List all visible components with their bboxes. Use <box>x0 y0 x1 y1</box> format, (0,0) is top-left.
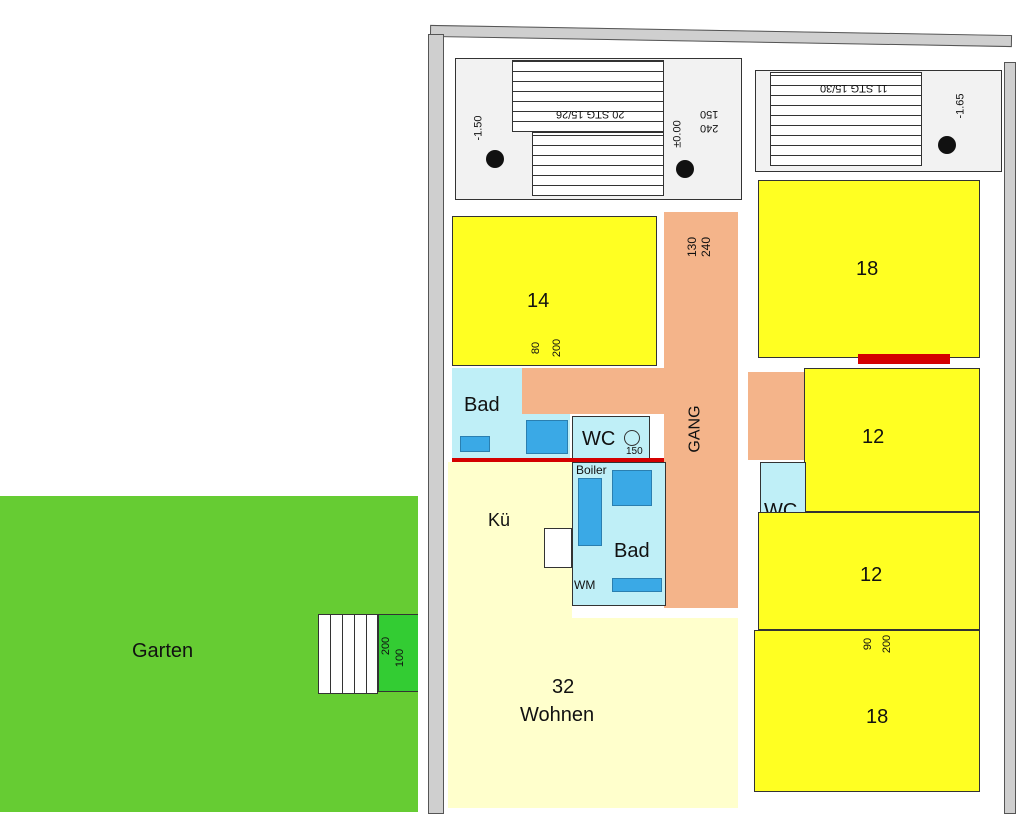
landing-dim-200: 200 <box>380 636 393 656</box>
room-12-upper-label: 12 <box>862 426 885 448</box>
washbasin-left-icon <box>460 436 490 452</box>
room-18-top <box>758 180 980 358</box>
hallway-left <box>520 368 664 414</box>
new-wall-line <box>452 458 664 462</box>
living-room <box>448 618 738 808</box>
landing-dim-100: 100 <box>394 648 407 668</box>
bath-left-label: Bad <box>464 394 500 416</box>
dim-150w: 150 <box>626 446 643 457</box>
room-18-bottom <box>754 630 980 792</box>
dim-200: 200 <box>551 338 564 358</box>
room-14-label: 14 <box>527 290 550 312</box>
room-14 <box>452 216 657 366</box>
corridor-label: GANG <box>686 405 704 453</box>
dim-240: 240 <box>699 236 714 258</box>
living-name-label: Wohnen <box>520 704 595 726</box>
toilet-icon <box>624 430 640 446</box>
dim-130: 130 <box>685 236 700 258</box>
room-18-bottom-label: 18 <box>866 706 889 728</box>
bathtub-icon <box>578 478 602 546</box>
wc-center-label: WC <box>582 428 616 450</box>
wm-label: WM <box>574 578 596 592</box>
level-marker-center-icon <box>676 160 694 178</box>
room-12-upper <box>804 368 980 512</box>
stair-flight-lower <box>532 132 664 196</box>
garden-landing <box>378 614 422 692</box>
stair-flight-right <box>770 72 922 166</box>
dim-90: 90 <box>862 637 875 651</box>
living-area-label: 32 <box>552 676 575 698</box>
level-marker-right-icon <box>938 136 956 154</box>
level-right: -1.65 <box>954 93 967 119</box>
dim-80: 80 <box>530 341 543 355</box>
level-marker-left-icon <box>486 150 504 168</box>
stair-left-label: 20 STG 15/26 <box>556 108 625 120</box>
garden-label: Garten <box>132 640 194 662</box>
bath-center-label: Bad <box>614 540 650 562</box>
boiler-label: Boiler <box>576 463 607 477</box>
room-18-top-label: 18 <box>856 258 879 280</box>
level-zero: ±0.00 <box>671 120 684 148</box>
shower-center-icon <box>612 470 652 506</box>
dim-150: 150 <box>700 108 719 120</box>
dim-240b: 240 <box>700 122 719 134</box>
room-12-lower-label: 12 <box>860 564 883 586</box>
dim-200b: 200 <box>881 634 894 654</box>
outer-wall-top <box>429 24 1013 48</box>
kitchen-label: Kü <box>488 510 511 530</box>
kitchen-counter <box>544 528 572 568</box>
shower-tray-icon <box>526 420 568 454</box>
room-12-lower <box>758 512 980 630</box>
hallway-right <box>748 372 804 460</box>
level-left: -1.50 <box>472 115 485 141</box>
outer-wall-left <box>428 34 444 814</box>
stair-flight-upper <box>512 60 664 132</box>
garden-steps <box>318 614 378 694</box>
stair-right-label: 11 STG 15/30 <box>820 82 888 94</box>
radiator-red <box>858 354 950 364</box>
washbasin-center-icon <box>612 578 662 592</box>
outer-wall-right <box>1004 62 1016 814</box>
corridor <box>664 212 738 608</box>
